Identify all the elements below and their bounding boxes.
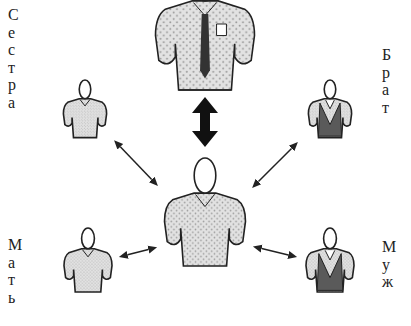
- relation-label: Сестра: [8, 6, 22, 112]
- husband-figure: [306, 228, 354, 292]
- person-node: Сестра: [4, 2, 112, 145]
- center-figure: [165, 158, 246, 266]
- person-node: [150, 0, 260, 94]
- relation-label: Мать: [8, 236, 22, 306]
- sister-figure: [63, 80, 106, 138]
- person-node: [160, 150, 250, 272]
- person-node: Муж: [300, 222, 405, 322]
- relation-arrow: [262, 249, 289, 255]
- relation-arrow: [200, 113, 210, 131]
- relation-arrow: [128, 250, 149, 255]
- person-node: Брат: [300, 40, 405, 145]
- person-node: Мать: [4, 222, 116, 322]
- relation-label: Брат: [382, 46, 396, 116]
- relation-arrow: [120, 147, 151, 180]
- brother-figure: [308, 80, 351, 138]
- mother-figure: [64, 228, 112, 292]
- relation-label: Муж: [382, 238, 396, 291]
- relation-arrow: [258, 148, 291, 181]
- top-figure: [156, 0, 255, 90]
